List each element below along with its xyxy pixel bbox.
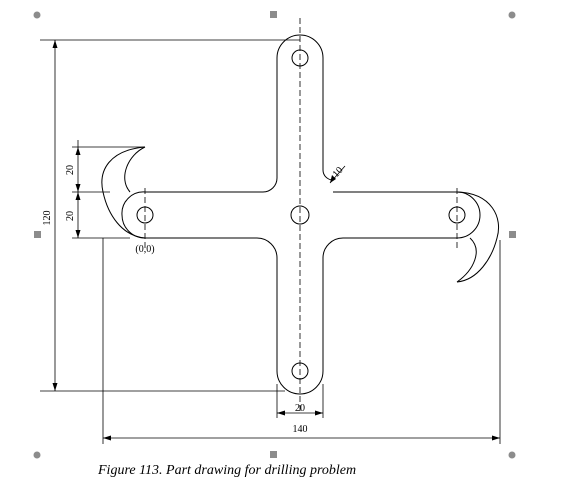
dimension-arrows bbox=[52, 40, 500, 441]
handle-top-middle[interactable] bbox=[270, 11, 277, 18]
arrow-width-left bbox=[277, 410, 285, 416]
dim-label-20-lower: 20 bbox=[65, 211, 76, 221]
handle-bottom-left[interactable] bbox=[33, 451, 41, 459]
handle-top-right[interactable] bbox=[508, 11, 516, 19]
arrow-140-left bbox=[103, 435, 111, 441]
handle-bottom-middle[interactable] bbox=[270, 451, 277, 458]
origin-label: (0,0) bbox=[135, 244, 154, 255]
arrow-20-mid-a bbox=[75, 184, 81, 192]
dimension-lines bbox=[40, 39, 501, 444]
dim-label-140: 140 bbox=[293, 424, 308, 435]
dim-label-20-width: 20 bbox=[295, 403, 305, 414]
vertical-arm-upper bbox=[276, 34, 334, 181]
arrow-120-bottom bbox=[52, 383, 58, 391]
arrow-140-right bbox=[492, 435, 500, 441]
dim-label-120: 120 bbox=[42, 211, 53, 226]
fillet-upper-left bbox=[262, 177, 278, 193]
arrow-radius bbox=[330, 175, 336, 183]
center-lines bbox=[144, 18, 458, 412]
hole-center bbox=[290, 205, 310, 225]
arrow-20-top bbox=[75, 147, 81, 155]
arrow-width-right bbox=[315, 410, 323, 416]
handle-middle-left[interactable] bbox=[34, 231, 41, 238]
handle-top-left[interactable] bbox=[33, 11, 41, 19]
vertical-arm-lower bbox=[276, 258, 324, 395]
arrow-20-mid-b bbox=[75, 192, 81, 200]
fillet-lower-left bbox=[256, 237, 278, 259]
handle-middle-right[interactable] bbox=[509, 231, 516, 238]
fillet-lower-right bbox=[322, 237, 344, 259]
arrow-20-bottom bbox=[75, 230, 81, 238]
left-hook-inner-curve bbox=[124, 146, 146, 193]
dim-label-20-upper: 20 bbox=[65, 165, 76, 175]
right-hook-inner-curve bbox=[456, 237, 477, 283]
figure-caption: Figure 113. Part drawing for drilling pr… bbox=[98, 463, 357, 478]
handle-bottom-right[interactable] bbox=[508, 451, 516, 459]
right-hook-inner-end bbox=[456, 191, 481, 239]
arrow-120-top bbox=[52, 40, 58, 48]
part-outline bbox=[101, 34, 500, 395]
right-hook-outer-curve bbox=[456, 191, 500, 283]
selection-handles[interactable] bbox=[33, 11, 517, 459]
